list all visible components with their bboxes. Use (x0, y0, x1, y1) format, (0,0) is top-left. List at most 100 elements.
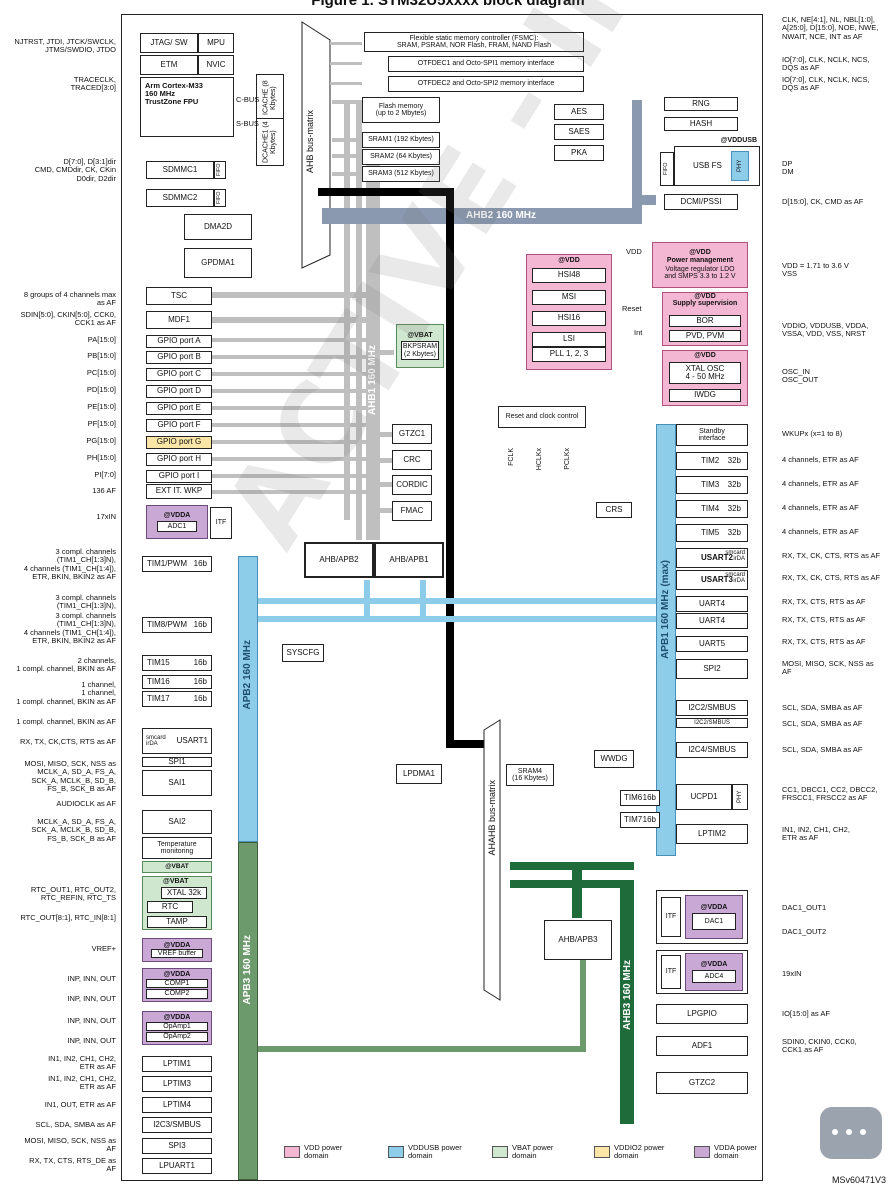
left-signal-label: 136 AF (92, 486, 116, 495)
left-signal-label: MOSI, MISO, SCK, NSS as MCLK_A, SD_A, FS… (24, 759, 116, 793)
dcmi-block: DCMI/PSSI (664, 194, 738, 210)
vref-label: VREF buffer (150, 949, 204, 959)
left-signal-label: INP, INN, OUT (67, 994, 116, 1003)
ahb2-label: AHB2 160 MHz (466, 210, 537, 221)
lptim4-block: LPTIM4 (142, 1097, 212, 1113)
right-signal-label: SCL, SDA, SMBA as AF (782, 719, 863, 728)
xtal32-block: XTAL 32k (161, 887, 207, 899)
adc1-domain-box: @VDDA ADC1 (146, 505, 208, 539)
legend-item: VDDUSB power domain (388, 1143, 488, 1168)
gtzc1-block: GTZC1 (392, 424, 432, 444)
otfdec2-block: OTFDEC2 and Octo-SPI2 memory interface (388, 76, 584, 92)
right-signal-label: MOSI, MISO, SCK, NSS as AF (782, 659, 874, 677)
right-signal-label: IN1, IN2, CH1, CH2, ETR as AF (782, 825, 850, 843)
lpgpio-block: LPGPIO (656, 1004, 748, 1024)
usart1-smcard: smcard irDA (146, 734, 166, 747)
tim3-label: TIM3 (701, 479, 720, 489)
bkpsram-label: BKPSRAM (2 Kbytes) (400, 341, 440, 361)
comp-domain: @VDDA COMP1 COMP2 (142, 968, 212, 1002)
usart3-smcard: smcard irDA (725, 572, 745, 585)
tim17-bits: 16b (193, 693, 207, 703)
ahb1-arrows (212, 42, 394, 540)
sram3-block: SRAM3 (512 Kbytes) (362, 166, 440, 182)
sdmmc2-fifo: FIFO (214, 189, 226, 207)
left-signal-label: PH[15:0] (86, 453, 116, 462)
clock-lsi-block: LSI (532, 332, 606, 347)
tim3-block: TIM3 32b (676, 476, 748, 494)
spi3-block: SPI3 (142, 1138, 212, 1154)
clock-msi-block: MSI (532, 290, 606, 305)
crs-block: CRS (596, 502, 632, 518)
lptim1-block: LPTIM1 (142, 1056, 212, 1072)
comp2-label: COMP2 (146, 989, 208, 999)
left-signal-label: 3 compl. channels (TIM1_CH[1:3]N), (55, 593, 116, 611)
right-signal-label: RX, TX, CK, CTS, RTS as AF (782, 551, 881, 560)
dac-domain-label: @VDDA (700, 903, 728, 911)
right-signal-label: OSC_IN OSC_OUT (782, 367, 819, 385)
ucpd1-block: UCPD1 (676, 784, 732, 810)
right-signal-label: RX, TX, CK, CTS, RTS as AF (782, 573, 881, 582)
left-signal-label: RX, TX, CK,CTS, RTS as AF (20, 737, 116, 746)
bkpsram-block: @VBAT BKPSRAM (2 Kbytes) (396, 324, 444, 368)
opamp1-label: OpAmp1 (146, 1021, 208, 1032)
legend-label: VDDIO2 power domain (614, 1143, 665, 1161)
left-signal-label: PA[15:0] (87, 335, 116, 344)
right-signal-label: RX, TX, CTS, RTS as AF (782, 597, 866, 606)
lptim3-block: LPTIM3 (142, 1076, 212, 1092)
monitoring-vbat: @VBAT (165, 862, 189, 870)
adc4-domain: @VDDA ADC4 (685, 953, 743, 991)
dac-itf: ITF (661, 897, 681, 937)
rtc-domain-label: @VBAT (163, 878, 189, 885)
comp1-label: COMP1 (146, 978, 208, 989)
etm-block: ETM (140, 55, 198, 75)
power-mgmt-vdd: @VDD (689, 249, 711, 257)
ahbapb2-bridge: AHB/APB2 (304, 542, 374, 578)
pka-block: PKA (554, 145, 604, 161)
tim5-bits: 32b (727, 527, 741, 537)
right-signal-label: 19xIN (782, 969, 802, 978)
left-signal-label: INP, INN, OUT (67, 974, 116, 983)
chat-bubble-icon[interactable] (820, 1107, 882, 1159)
left-signal-label: RTC_OUT[8:1], RTC_IN[8:1] (20, 913, 116, 922)
adc4-frame: ITF @VDDA ADC4 (656, 950, 748, 994)
tim5-label: TIM5 (701, 527, 720, 537)
opamp2-label: OpAmp2 (146, 1032, 208, 1042)
usart1-label: USART1 (176, 735, 208, 745)
usb-fifo: FIFO (660, 152, 674, 186)
apb3-bar (238, 842, 258, 1180)
bor-block: BOR (669, 315, 741, 327)
usart3-label: USART3 (701, 574, 734, 584)
crc-block: CRC (392, 450, 432, 470)
tim3-bits: 32b (727, 479, 741, 489)
fsmc-block: Flexible static memory controller (FSMC)… (364, 32, 584, 52)
lpdma1-block: LPDMA1 (396, 764, 442, 784)
tim5-block: TIM5 32b (676, 524, 748, 542)
right-signal-label: CC1, DBCC1, CC2, DBCC2, FRSCC1, FRSCC2 a… (782, 785, 878, 803)
apb2-bar (238, 556, 258, 842)
right-signal-label: SDIN0, CKIN0, CCK0, CCK1 as AF (782, 1037, 857, 1055)
tamp-block: TAMP (147, 916, 207, 928)
dac1-label: DAC1 (691, 913, 737, 931)
tim1-label: TIM1/PWM (147, 558, 187, 568)
power-mgmt-title: Power management (666, 256, 734, 264)
adf1-block: ADF1 (656, 1036, 748, 1056)
legend-swatch (388, 1146, 404, 1158)
legend-label: VDDA power domain (714, 1143, 757, 1161)
usart2-smcard: smcard irDA (725, 550, 745, 563)
sdmmc1-block: SDMMC1 (146, 161, 214, 179)
uart4b-block: UART4 (676, 613, 748, 629)
legend-label: VBAT power domain (512, 1143, 554, 1161)
left-signal-label: PB[15:0] (87, 351, 116, 360)
tempmon-block: Temperature monitoring (142, 837, 212, 859)
gpio-port-block: GPIO port A (146, 335, 212, 348)
icache-block: ICACHE (8 Kbytes) (256, 74, 284, 122)
legend-item: VDDA power domain (694, 1143, 794, 1168)
otfdec1-block: OTFDEC1 and Octo-SPI1 memory interface (388, 56, 584, 72)
saes-block: SAES (554, 124, 604, 140)
left-signal-label: INP, INN, OUT (67, 1016, 116, 1025)
dma2d-block: DMA2D (184, 214, 252, 240)
sdmmc1-fifo: FIFO (214, 161, 226, 179)
gpio-port-block: GPIO port C (146, 368, 212, 381)
right-signal-label: WKUPx (x=1 to 8) (782, 429, 843, 438)
